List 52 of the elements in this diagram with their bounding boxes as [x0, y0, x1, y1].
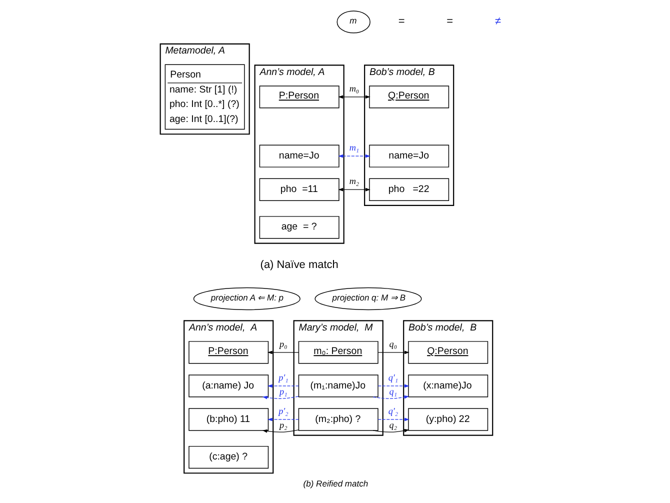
edge-label: q₀ [389, 338, 398, 349]
node-ellipse: projection A ⇐ M: p [193, 287, 300, 310]
arrow [372, 395, 410, 399]
node-box: pho =22 [369, 178, 450, 201]
arrow [267, 418, 300, 422]
node-box: Q:Person [408, 341, 488, 364]
edge-label: q′₁ [388, 372, 398, 382]
edge-label: m₀ [349, 83, 360, 94]
arrow [378, 418, 410, 422]
edge-label: m₂ [349, 176, 360, 186]
edge-label: q₂ [389, 420, 398, 430]
edge-label: p₂ [280, 420, 288, 430]
node-ellipse: m [336, 10, 370, 34]
label: = [398, 16, 405, 28]
node-box: P:Person [259, 86, 340, 108]
node-ellipse: projection q: M ⇒ B [314, 287, 422, 310]
edge-label: p₀ [280, 338, 288, 349]
edge-label: p′₂ [278, 406, 288, 416]
arrow [372, 428, 410, 432]
node-box: name=Jo [259, 144, 340, 168]
node-box: P:Person [188, 341, 269, 364]
node-box: Q:Person [369, 86, 450, 108]
node-box: name=Jo [369, 144, 450, 168]
edge-label: q₁ [389, 386, 398, 396]
node-box: Person name: Str [1] (!) pho: Int [0..*] (?) age: Int [0..1](?) [164, 64, 245, 130]
arrow [338, 188, 370, 192]
label: (a) Naïve match [260, 258, 338, 271]
edge-label: p₁ [280, 386, 288, 396]
edge-label: p′₁ [278, 372, 288, 382]
node-box: pho =11 [259, 178, 340, 201]
arrow [378, 384, 410, 388]
edge-label: m₁ [349, 142, 360, 153]
node-box: (m₂:pho) ? [298, 408, 378, 431]
node-box: (a:name) Jo [188, 374, 269, 398]
arrow [267, 384, 300, 388]
arrow [338, 154, 370, 158]
node-box: (c:age) ? [188, 446, 269, 469]
edge-label: q′₂ [388, 406, 398, 416]
node-box: (y:pho) 22 [408, 408, 488, 431]
arrow [262, 429, 299, 433]
node-box: (m₁:name)Jo [298, 374, 378, 398]
node-box: (b:pho) 11 [188, 408, 269, 431]
node-box: (x:name)Jo [408, 374, 488, 398]
caption: (b) Reified match [303, 478, 368, 489]
arrow [262, 396, 299, 400]
arrow [378, 350, 410, 354]
node-box: age = ? [259, 216, 340, 239]
node-box: m₀: Person [298, 341, 378, 364]
label: ≠ [495, 16, 502, 28]
label: = [446, 16, 453, 28]
arrow [338, 95, 370, 99]
arrow [267, 350, 300, 354]
